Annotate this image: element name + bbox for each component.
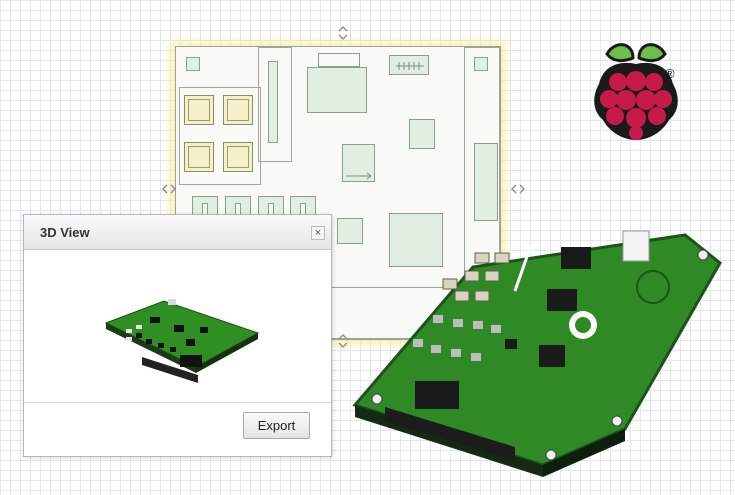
3d-view-dialog[interactable]: 3D View × Export: [23, 214, 332, 457]
button-group-outline: [179, 87, 261, 185]
pcb-3d-preview[interactable]: [104, 289, 266, 389]
white-connector: [622, 230, 650, 262]
right-connector[interactable]: [474, 143, 498, 221]
arrow-component[interactable]: [342, 144, 375, 182]
small-chip-right[interactable]: [409, 119, 435, 149]
arrow-right-icon: [346, 172, 372, 180]
top-pin-header[interactable]: [389, 55, 429, 75]
vertical-resize-icon: [338, 26, 348, 40]
button-pad-2[interactable]: [223, 95, 253, 125]
button-pad-4[interactable]: [223, 142, 253, 172]
dialog-header[interactable]: 3D View ×: [24, 215, 331, 250]
dialog-footer-divider: [24, 402, 331, 403]
left-header-strip[interactable]: [268, 61, 278, 143]
right-corner-marker[interactable]: [474, 57, 488, 71]
corner-marker[interactable]: [186, 57, 200, 71]
button-pad-1[interactable]: [184, 95, 214, 125]
small-square-chip[interactable]: [337, 218, 363, 244]
close-icon: ×: [314, 227, 322, 239]
center-ic[interactable]: [307, 67, 367, 113]
raspberry-pi-logo: ®: [594, 43, 678, 140]
horizontal-resize-icon: [162, 184, 176, 194]
button-pad-3[interactable]: [184, 142, 214, 172]
registered-mark: ®: [665, 66, 675, 81]
horizontal-resize-icon: [511, 184, 525, 194]
silkscreen-line: [513, 244, 533, 292]
large-chip[interactable]: [389, 213, 443, 267]
vertical-resize-icon: [338, 334, 348, 348]
close-button[interactable]: ×: [311, 226, 325, 240]
dialog-title: 3D View: [40, 225, 90, 240]
pcb-board-render: [352, 230, 722, 477]
pin-header-marks: [396, 62, 424, 70]
left-connector-outline: [258, 47, 292, 162]
top-center-chip[interactable]: [318, 53, 360, 67]
export-button[interactable]: Export: [243, 412, 310, 439]
